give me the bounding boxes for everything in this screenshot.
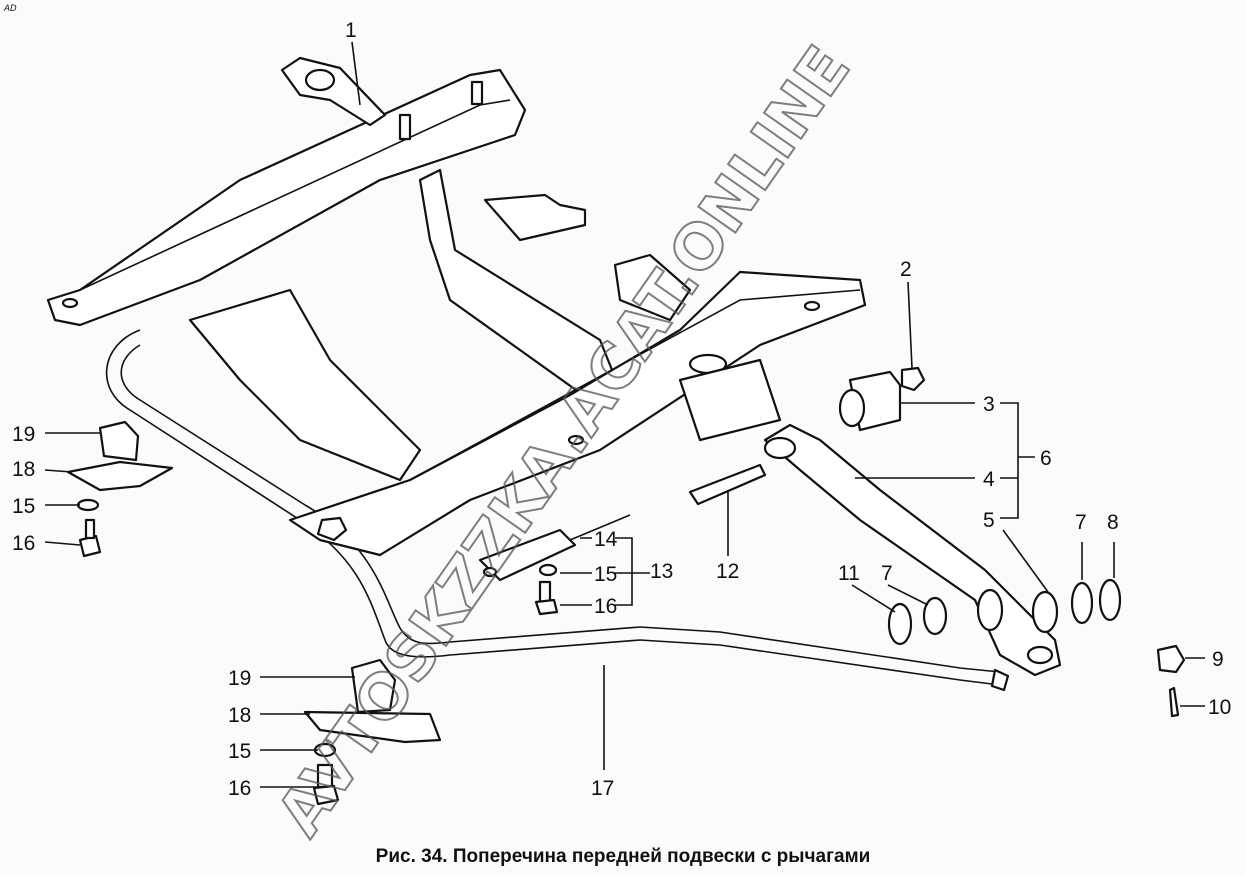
callout-3: 3 <box>983 393 995 416</box>
callout-labels: 1 2 3 4 5 6 7 8 11 7 12 14 15 16 13 9 10… <box>12 19 1231 800</box>
stabilizer-bar <box>105 329 1010 692</box>
callout-15-left: 15 <box>12 495 35 518</box>
callout-2: 2 <box>900 258 912 281</box>
callout-16-bottom: 16 <box>228 777 251 800</box>
callout-18-bottom: 18 <box>228 704 251 727</box>
crossmember-frame <box>46 56 867 582</box>
callout-15-bottom: 15 <box>228 740 251 763</box>
callout-7-right: 7 <box>1075 511 1087 534</box>
callout-16-center: 16 <box>594 595 617 618</box>
callout-1: 1 <box>345 19 357 42</box>
callout-17: 17 <box>591 777 614 800</box>
callout-4: 4 <box>983 468 995 491</box>
leader-lines <box>44 41 1205 788</box>
callout-9: 9 <box>1212 648 1224 671</box>
callout-15-center: 15 <box>594 563 617 586</box>
corner-mark: AD <box>4 3 17 13</box>
callout-16-left: 16 <box>12 532 35 555</box>
callout-12: 12 <box>716 560 739 583</box>
callout-8: 8 <box>1107 511 1119 534</box>
callout-5: 5 <box>983 509 995 532</box>
lower-arm <box>763 423 1062 677</box>
callout-19-bottom: 19 <box>228 667 251 690</box>
callout-13: 13 <box>650 560 673 583</box>
callout-7-left: 7 <box>881 562 893 585</box>
callout-18-left: 18 <box>12 458 35 481</box>
callout-14: 14 <box>594 528 618 551</box>
callout-11: 11 <box>838 562 860 585</box>
small-parts <box>66 366 1186 806</box>
callout-10: 10 <box>1208 696 1231 719</box>
callout-6: 6 <box>1040 447 1052 470</box>
callout-19-left: 19 <box>12 423 35 446</box>
figure-caption: Рис. 34. Поперечина передней подвески с … <box>375 846 871 867</box>
